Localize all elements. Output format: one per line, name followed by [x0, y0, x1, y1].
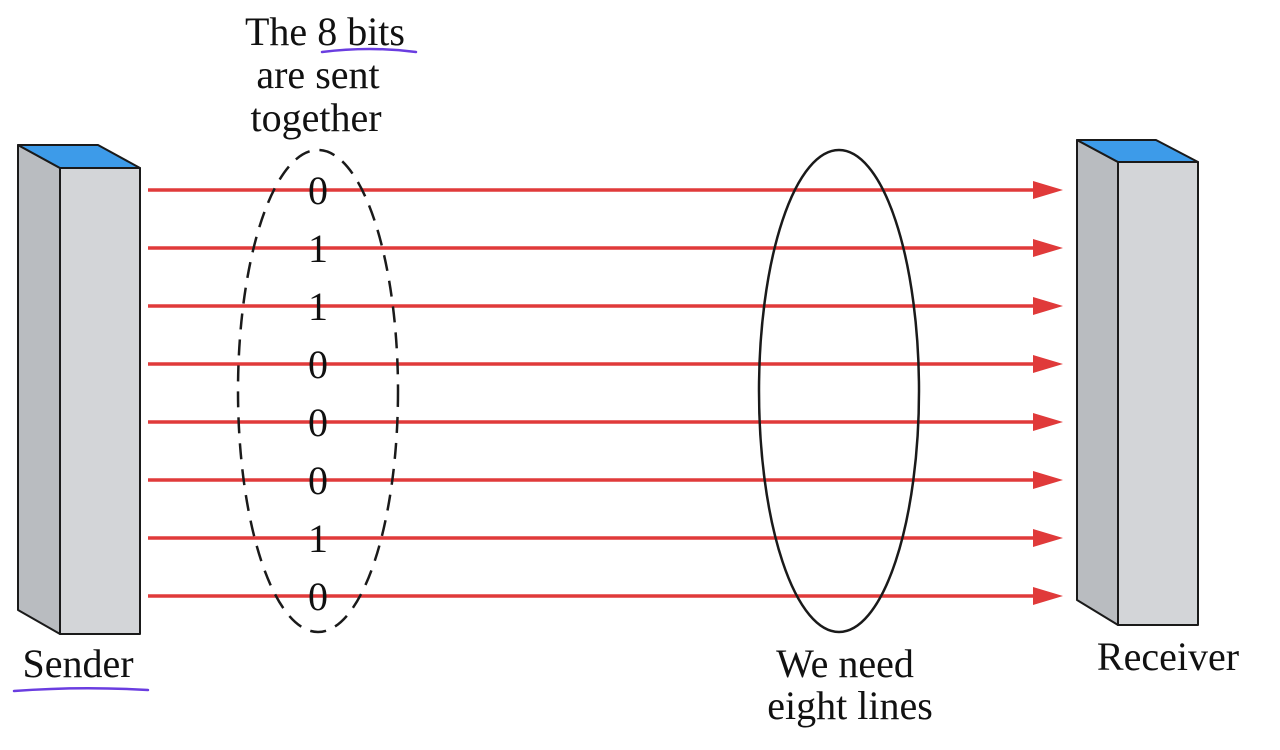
- sender-label: Sender: [22, 641, 133, 686]
- bottom-caption-line-1: We need: [776, 641, 914, 686]
- sender-top-face: [17, 144, 141, 169]
- bit-value: 0: [308, 168, 328, 213]
- bit-value: 1: [308, 226, 328, 271]
- bit-value: 1: [308, 516, 328, 561]
- top-caption-line-1: The 8 bits: [245, 9, 405, 54]
- receiver-front-face: [1117, 161, 1199, 626]
- arrowhead: [1033, 471, 1063, 489]
- transmission-lines: [148, 181, 1063, 605]
- eight-lines-ellipse: [757, 148, 921, 634]
- bits-group-dashed-ellipse: [236, 148, 400, 634]
- bit-value: 0: [308, 458, 328, 503]
- bit-value: 0: [308, 574, 328, 619]
- bit-values: 0 1 1 0 0 0 1 0: [308, 168, 328, 619]
- sender-side-face: [17, 144, 61, 635]
- bits-underline-annotation: [320, 47, 418, 54]
- top-caption-line-2: are sent: [256, 52, 379, 97]
- bit-value: 0: [308, 400, 328, 445]
- arrowhead: [1033, 529, 1063, 547]
- top-caption-line-3: together: [250, 95, 381, 140]
- arrowhead: [1033, 413, 1063, 431]
- sender-device: [17, 144, 141, 635]
- bottom-caption-line-2: eight lines: [767, 683, 933, 728]
- top-caption: The 8 bits are sent together: [245, 9, 405, 140]
- arrowhead: [1033, 587, 1063, 605]
- bit-value: 0: [308, 342, 328, 387]
- receiver-label: Receiver: [1097, 634, 1239, 679]
- sender-front-face: [59, 167, 141, 635]
- arrowhead: [1033, 297, 1063, 315]
- receiver-side-face: [1076, 139, 1119, 626]
- arrowhead: [1033, 181, 1063, 199]
- sender-underline-annotation: [12, 686, 150, 693]
- receiver-device: [1076, 139, 1199, 626]
- arrowhead: [1033, 355, 1063, 373]
- bottom-caption: We need eight lines: [767, 641, 933, 728]
- arrowhead: [1033, 239, 1063, 257]
- receiver-top-face: [1076, 139, 1199, 163]
- bit-value: 1: [308, 284, 328, 329]
